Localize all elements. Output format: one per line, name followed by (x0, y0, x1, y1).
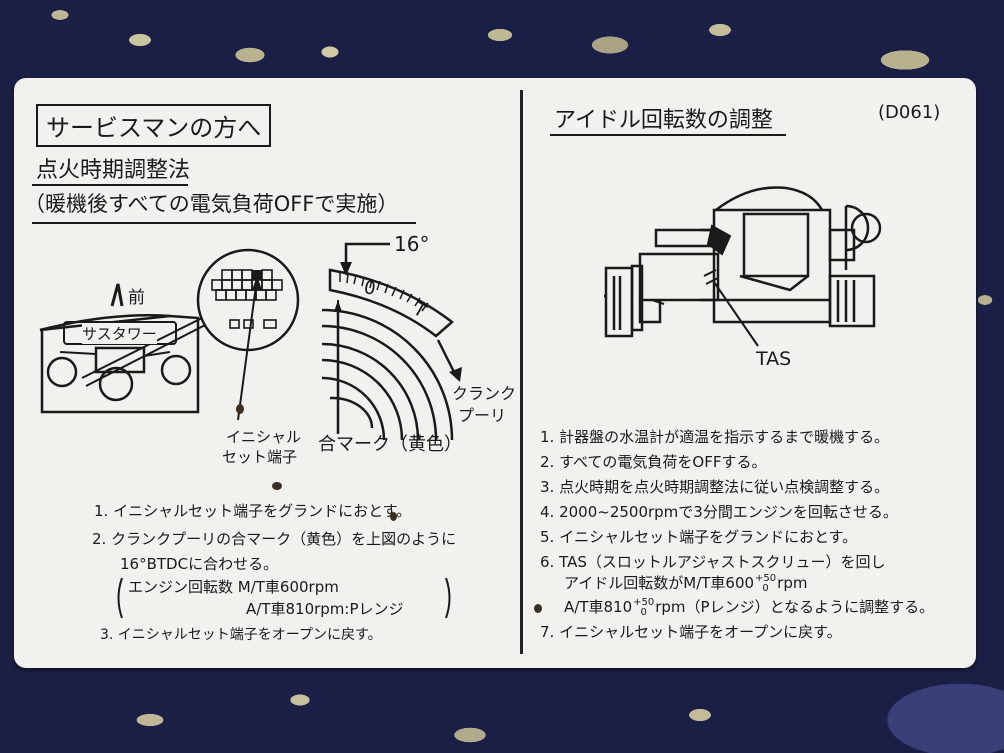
tolerance-upper-at: +50 (633, 596, 655, 608)
degree-label: 16° (394, 232, 430, 256)
right-step-3: 3. 点火時期を点火時期調整法に従い点検調整する。 (540, 478, 890, 496)
tolerance-lower-at: 0 (640, 606, 647, 618)
crank-label: クランク (452, 384, 517, 403)
idle-speed-at: A/T車810 (564, 598, 633, 616)
suspension-tower-label: サスタワー (82, 323, 157, 344)
stain-mark (390, 512, 397, 521)
initial-set-label-1: イニシャル (226, 428, 302, 446)
stain-mark (534, 604, 542, 613)
left-step-2-cont: 16°BTDCに合わせる。 (120, 555, 279, 573)
column-divider (520, 90, 523, 654)
label-code: (D061) (878, 102, 941, 123)
front-label: 前 (128, 288, 145, 308)
ignition-heading-underline (32, 184, 188, 186)
right-step-7: 7. イニシャルセット端子をオープンに戻す。 (540, 623, 842, 641)
initial-set-label-2: セット端子 (222, 448, 298, 466)
rpm-unit-at: rpm（Pレンジ）となるように調整する。 (655, 598, 935, 616)
left-step-rpm-at: A/T車810rpm:Pレンジ (246, 600, 404, 618)
right-title-underline (550, 134, 786, 136)
idle-speed-mt: アイドル回転数がM/T車600 (564, 574, 755, 592)
service-label-plate (14, 78, 976, 668)
right-step-5: 5. イニシャルセット端子をグランドにおとす。 (540, 528, 858, 546)
rpm-bracket-open (117, 577, 123, 619)
rpm-unit-mt: rpm (777, 574, 808, 592)
stain-mark (236, 404, 244, 414)
right-step-6: 6. TAS（スロットルアジャストスクリュー）を回し (540, 553, 886, 571)
left-step-3: 3. イニシャルセット端子をオープンに戻す。 (100, 627, 382, 643)
tolerance-upper-mt: +50 (755, 572, 777, 584)
left-title: サービスマンの方へ (46, 114, 262, 142)
tas-label: TAS (756, 348, 792, 370)
right-step-1: 1. 計器盤の水温計が適温を指示するまで暖機する。 (540, 428, 890, 446)
left-step-1: 1. イニシャルセット端子をグランドにおとす。 (94, 502, 412, 520)
right-step-4: 4. 2000~2500rpmで3分間エンジンを回転させる。 (540, 503, 898, 521)
rpm-bracket-close (445, 577, 451, 619)
right-step-2: 2. すべての電気負荷をOFFする。 (540, 453, 767, 471)
left-title-box: サービスマンの方へ (36, 104, 272, 147)
ignition-heading: 点火時期調整法 (36, 158, 191, 183)
pulley-label: プーリ (458, 406, 507, 425)
stain-mark (272, 482, 282, 490)
alignment-mark-label: 合マーク（黄色） (318, 434, 462, 455)
tolerance-lower-mt: 0 (762, 582, 769, 594)
left-step-2: 2. クランクプーリの合マーク（黄色）を上図のように (92, 530, 457, 548)
ignition-subheading: （暖機後すべての電気負荷OFFで実施） (24, 192, 399, 216)
right-title: アイドル回転数の調整 (554, 108, 773, 133)
left-step-rpm-mt: エンジン回転数 M/T車600rpm (128, 578, 339, 596)
ignition-subheading-underline (32, 222, 416, 224)
